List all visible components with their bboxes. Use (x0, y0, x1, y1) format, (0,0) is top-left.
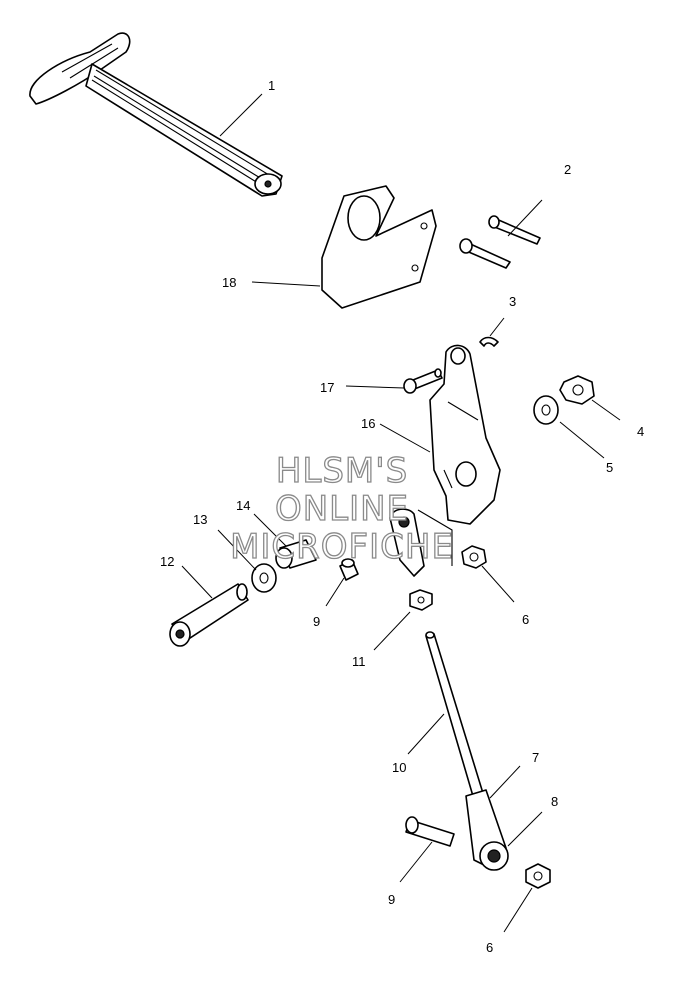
part-13-washer (251, 563, 277, 593)
part-6-nut-lower (525, 863, 551, 889)
callout-16: 16 (361, 416, 375, 431)
callout-18: 18 (222, 275, 236, 290)
part-17-pin (403, 368, 443, 394)
part-5-washer (533, 395, 559, 425)
callout-2: 2 (564, 162, 571, 177)
callout-14: 14 (236, 498, 250, 513)
callout-10: 10 (392, 760, 406, 775)
callout-7: 7 (532, 750, 539, 765)
part-9-pin-lower (405, 816, 455, 847)
callout-11: 11 (352, 654, 366, 669)
part-14-bushing (275, 539, 317, 569)
part-6-nut-upper (461, 545, 487, 569)
part-18-cover-plate (321, 185, 437, 309)
part-3-clip (479, 336, 499, 347)
callout-4: 4 (637, 424, 644, 439)
linkage-arm (389, 508, 453, 577)
callout-1: 1 (268, 78, 275, 93)
part-8-ball-joint (479, 841, 509, 871)
callout-3: 3 (509, 294, 516, 309)
callout-labels: 1 2 3 4 5 6 7 8 9 6 10 11 12 13 14 9 16 … (160, 78, 644, 955)
callout-12: 12 (160, 554, 174, 569)
watermark-line-3: MICROFICHE (230, 527, 454, 567)
callout-9-lower: 9 (388, 892, 395, 907)
part-2-pins (459, 215, 541, 269)
part-9-spacer-upper (339, 558, 359, 581)
leader-lines (181, 93, 621, 933)
callout-6-lower: 6 (486, 940, 493, 955)
part-1-shift-lever (29, 32, 283, 197)
callout-13: 13 (193, 512, 207, 527)
part-12-bolt (169, 583, 249, 647)
callout-17: 17 (320, 380, 334, 395)
part-16-bracket (429, 344, 501, 525)
part-4-nut (559, 375, 595, 405)
callout-8: 8 (551, 794, 558, 809)
watermark-line-1: HLSM'S (276, 451, 408, 491)
callout-5: 5 (606, 460, 613, 475)
watermark: HLSM'S ONLINE MICROFICHE (229, 450, 454, 567)
callout-9-upper: 9 (313, 614, 320, 629)
callout-6-upper: 6 (522, 612, 529, 627)
watermark-line-2: ONLINE (275, 489, 409, 529)
part-11-nut (409, 589, 433, 611)
